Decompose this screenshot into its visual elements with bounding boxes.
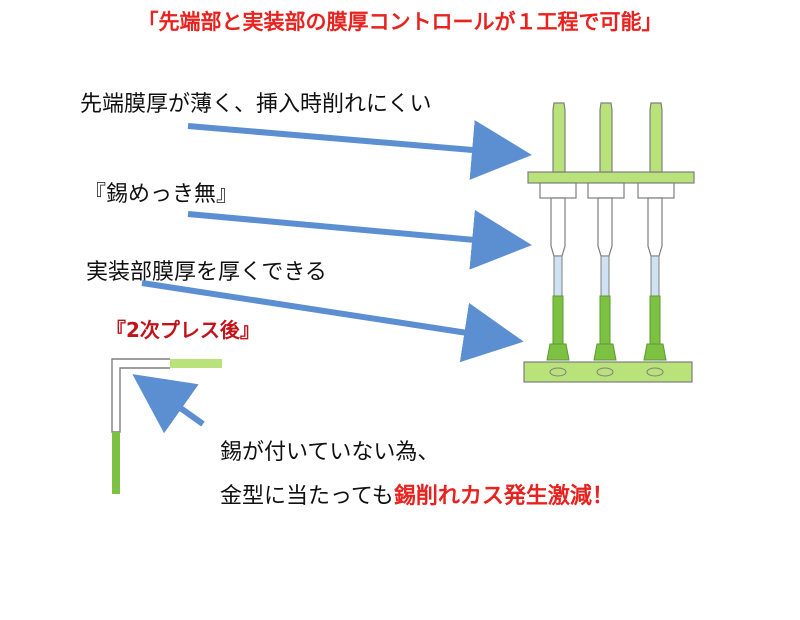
note-line-2: 金型に当たっても錫削れカス発生激減！ (220, 478, 614, 510)
blue-arrow-icon (187, 120, 532, 180)
label-mount-thick: 実装部膜厚を厚くできる (86, 260, 327, 285)
note-line-1: 錫が付いていない為、 (220, 440, 440, 465)
label-after-second-press: 『2次プレス後』 (106, 318, 260, 342)
page-title: 「先端部と実装部の膜厚コントロールが１工程で可能」 (137, 10, 663, 34)
blue-arrow-icon (187, 209, 532, 270)
label-no-tin: 『錫めっき無』 (84, 182, 239, 207)
pin-assembly-illustration (523, 102, 695, 383)
pin-right (637, 102, 675, 361)
pin-left (539, 102, 577, 361)
label-tip-thin: 先端膜厚が薄く、挿入時削れにくい (80, 92, 432, 117)
note-line-2-accent: 錫削れカス発生激減！ (393, 484, 614, 509)
note-line-2-prefix: 金型に当たっても (220, 484, 394, 509)
blue-arrow-icon (141, 280, 524, 363)
blue-arrow-icon (132, 374, 205, 434)
bent-pin-illustration (111, 358, 222, 494)
pin-middle (587, 102, 625, 361)
